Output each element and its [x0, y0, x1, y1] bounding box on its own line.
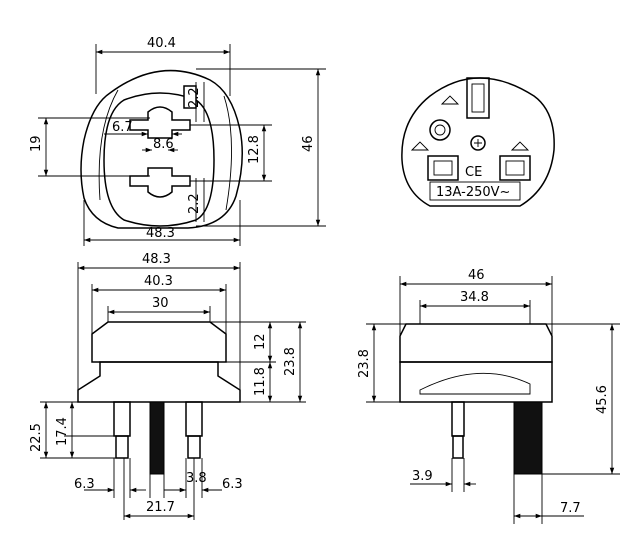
earth-slot — [466, 77, 490, 119]
end-view: 46 34.8 23.8 45.6 3.9 7.7 — [357, 268, 620, 524]
label-pin-total: 22.5 — [29, 423, 44, 452]
upper-pin-slot — [129, 106, 191, 139]
pin-earth — [149, 401, 165, 475]
side-view: 48.3 40.3 30 12 11.8 23.8 22.5 17.4 — [29, 252, 306, 520]
label-pin-spread: 21.7 — [146, 500, 175, 515]
label-center-offset: 3.8 — [186, 471, 207, 486]
side-cap — [91, 321, 227, 363]
front-edge-right — [223, 95, 232, 211]
label-width-bottom: 48.3 — [146, 226, 175, 241]
rear-view: CE 13A-250V~ — [401, 77, 555, 207]
lower-pin-slot — [129, 167, 191, 198]
pin-left — [113, 401, 131, 437]
end-pin-thin — [451, 401, 465, 437]
side-body — [77, 361, 241, 403]
front-view: 40.4 46 48.3 19 6.7 8.6 12.8 2.2 — [29, 36, 326, 246]
warning-triangle-icon-left — [410, 141, 430, 151]
label-end-overall: 46 — [468, 268, 485, 283]
neutral-slot — [499, 155, 531, 181]
label-side-body: 40.3 — [144, 274, 173, 289]
rating-box — [429, 181, 521, 201]
label-bottom-offset: 2.2 — [187, 193, 202, 214]
rear-outline — [401, 77, 555, 207]
pin-right — [185, 401, 203, 437]
pin-right-tip — [187, 435, 201, 459]
label-pin-center: 12.8 — [247, 135, 262, 164]
end-grip — [419, 372, 531, 395]
label-pin-gap: 8.6 — [153, 137, 174, 152]
label-width-top: 40.4 — [147, 36, 176, 51]
warning-triangle-icon-top — [440, 95, 460, 105]
label-end-body-height: 23.8 — [357, 349, 372, 378]
end-cap — [399, 323, 553, 363]
label-left-pin-spacing: 6.3 — [74, 477, 95, 492]
end-pin-earth — [513, 401, 543, 475]
front-edge-left — [98, 89, 119, 201]
label-height: 46 — [301, 135, 316, 152]
label-right-pin-spacing: 6.3 — [222, 477, 243, 492]
label-end-inner: 34.8 — [460, 290, 489, 305]
rating-label: 13A-250V~ — [436, 185, 510, 200]
fuse-holder-icon — [429, 119, 451, 141]
ce-mark: CE — [465, 165, 482, 180]
label-top-offset: 2.2 — [187, 87, 202, 108]
label-side-overall: 48.3 — [142, 252, 171, 267]
pin-left-tip — [115, 435, 129, 459]
label-earth-pin-width: 7.7 — [560, 501, 581, 516]
screw-icon — [470, 135, 486, 151]
label-side-top: 30 — [152, 296, 169, 311]
label-pin-length: 17.4 — [55, 417, 70, 446]
label-cap-height: 12 — [253, 333, 268, 350]
front-outer-outline — [80, 69, 243, 229]
label-left-height: 19 — [29, 135, 44, 152]
label-body-height: 23.8 — [283, 347, 298, 376]
label-end-total: 45.6 — [595, 385, 610, 414]
end-pin-thin-tip — [452, 435, 464, 459]
label-lower-height: 11.8 — [253, 367, 268, 396]
live-slot — [427, 155, 459, 181]
label-pin-thickness: 3.9 — [412, 469, 433, 484]
label-pin-width: 6.7 — [112, 120, 133, 135]
end-body — [399, 361, 553, 403]
warning-triangle-icon-right — [510, 141, 530, 151]
